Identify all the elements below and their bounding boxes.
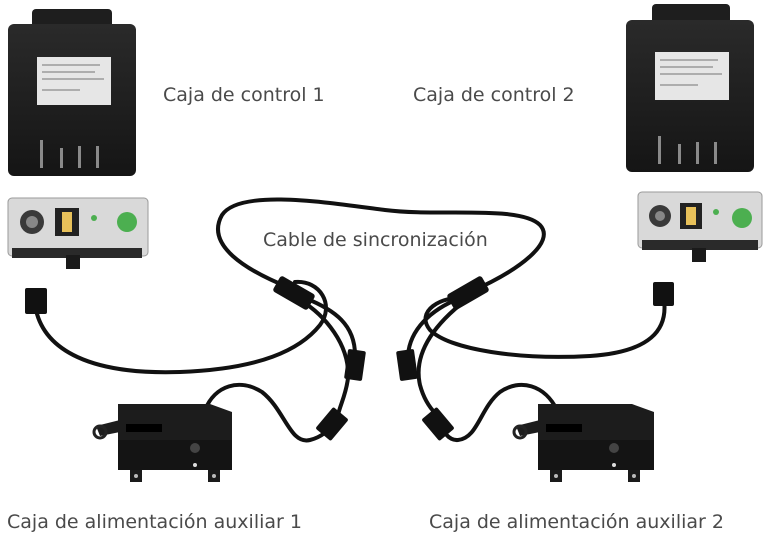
plug-icon — [316, 407, 348, 441]
sync-cable-loop — [216, 197, 546, 294]
control-box-2-label: Caja de control 2 — [413, 84, 575, 106]
ferrite-core-left — [273, 276, 315, 310]
control-box-label-sticker — [37, 57, 111, 105]
aux-power-box-2 — [512, 404, 654, 482]
plug-icon — [653, 282, 674, 306]
clip-icon — [512, 420, 540, 440]
control-box-1-label: Caja de control 1 — [163, 84, 325, 106]
plugs — [25, 282, 674, 441]
plug-icon — [396, 349, 418, 381]
aux-power-box-1 — [92, 404, 232, 482]
plug-icon — [25, 288, 47, 314]
green-indicator — [732, 208, 752, 228]
sync-cable-branch-right-2 — [416, 298, 468, 416]
control-box-1 — [8, 9, 136, 176]
cable-control2-to-aux2 — [423, 295, 667, 359]
ferrite-cores — [273, 276, 489, 310]
ferrite-core-right — [447, 276, 489, 310]
sync-cable-branch-left-1 — [303, 296, 357, 357]
clip-icon — [92, 420, 120, 440]
control-box-label-sticker — [655, 52, 729, 100]
sync-cable-label: Cable de sincronización — [263, 229, 488, 251]
control-box-2 — [626, 4, 754, 172]
green-indicator — [117, 212, 137, 232]
plug-icon — [422, 407, 454, 441]
connector-panel-1 — [7, 197, 149, 269]
aux-power-box-2-label: Caja de alimentación auxiliar 2 — [429, 511, 724, 533]
cable-control1-to-aux1 — [34, 279, 328, 375]
connector-panel-2 — [637, 191, 763, 262]
aux-power-box-1-label: Caja de alimentación auxiliar 1 — [7, 511, 302, 533]
plug-icon — [344, 349, 366, 381]
